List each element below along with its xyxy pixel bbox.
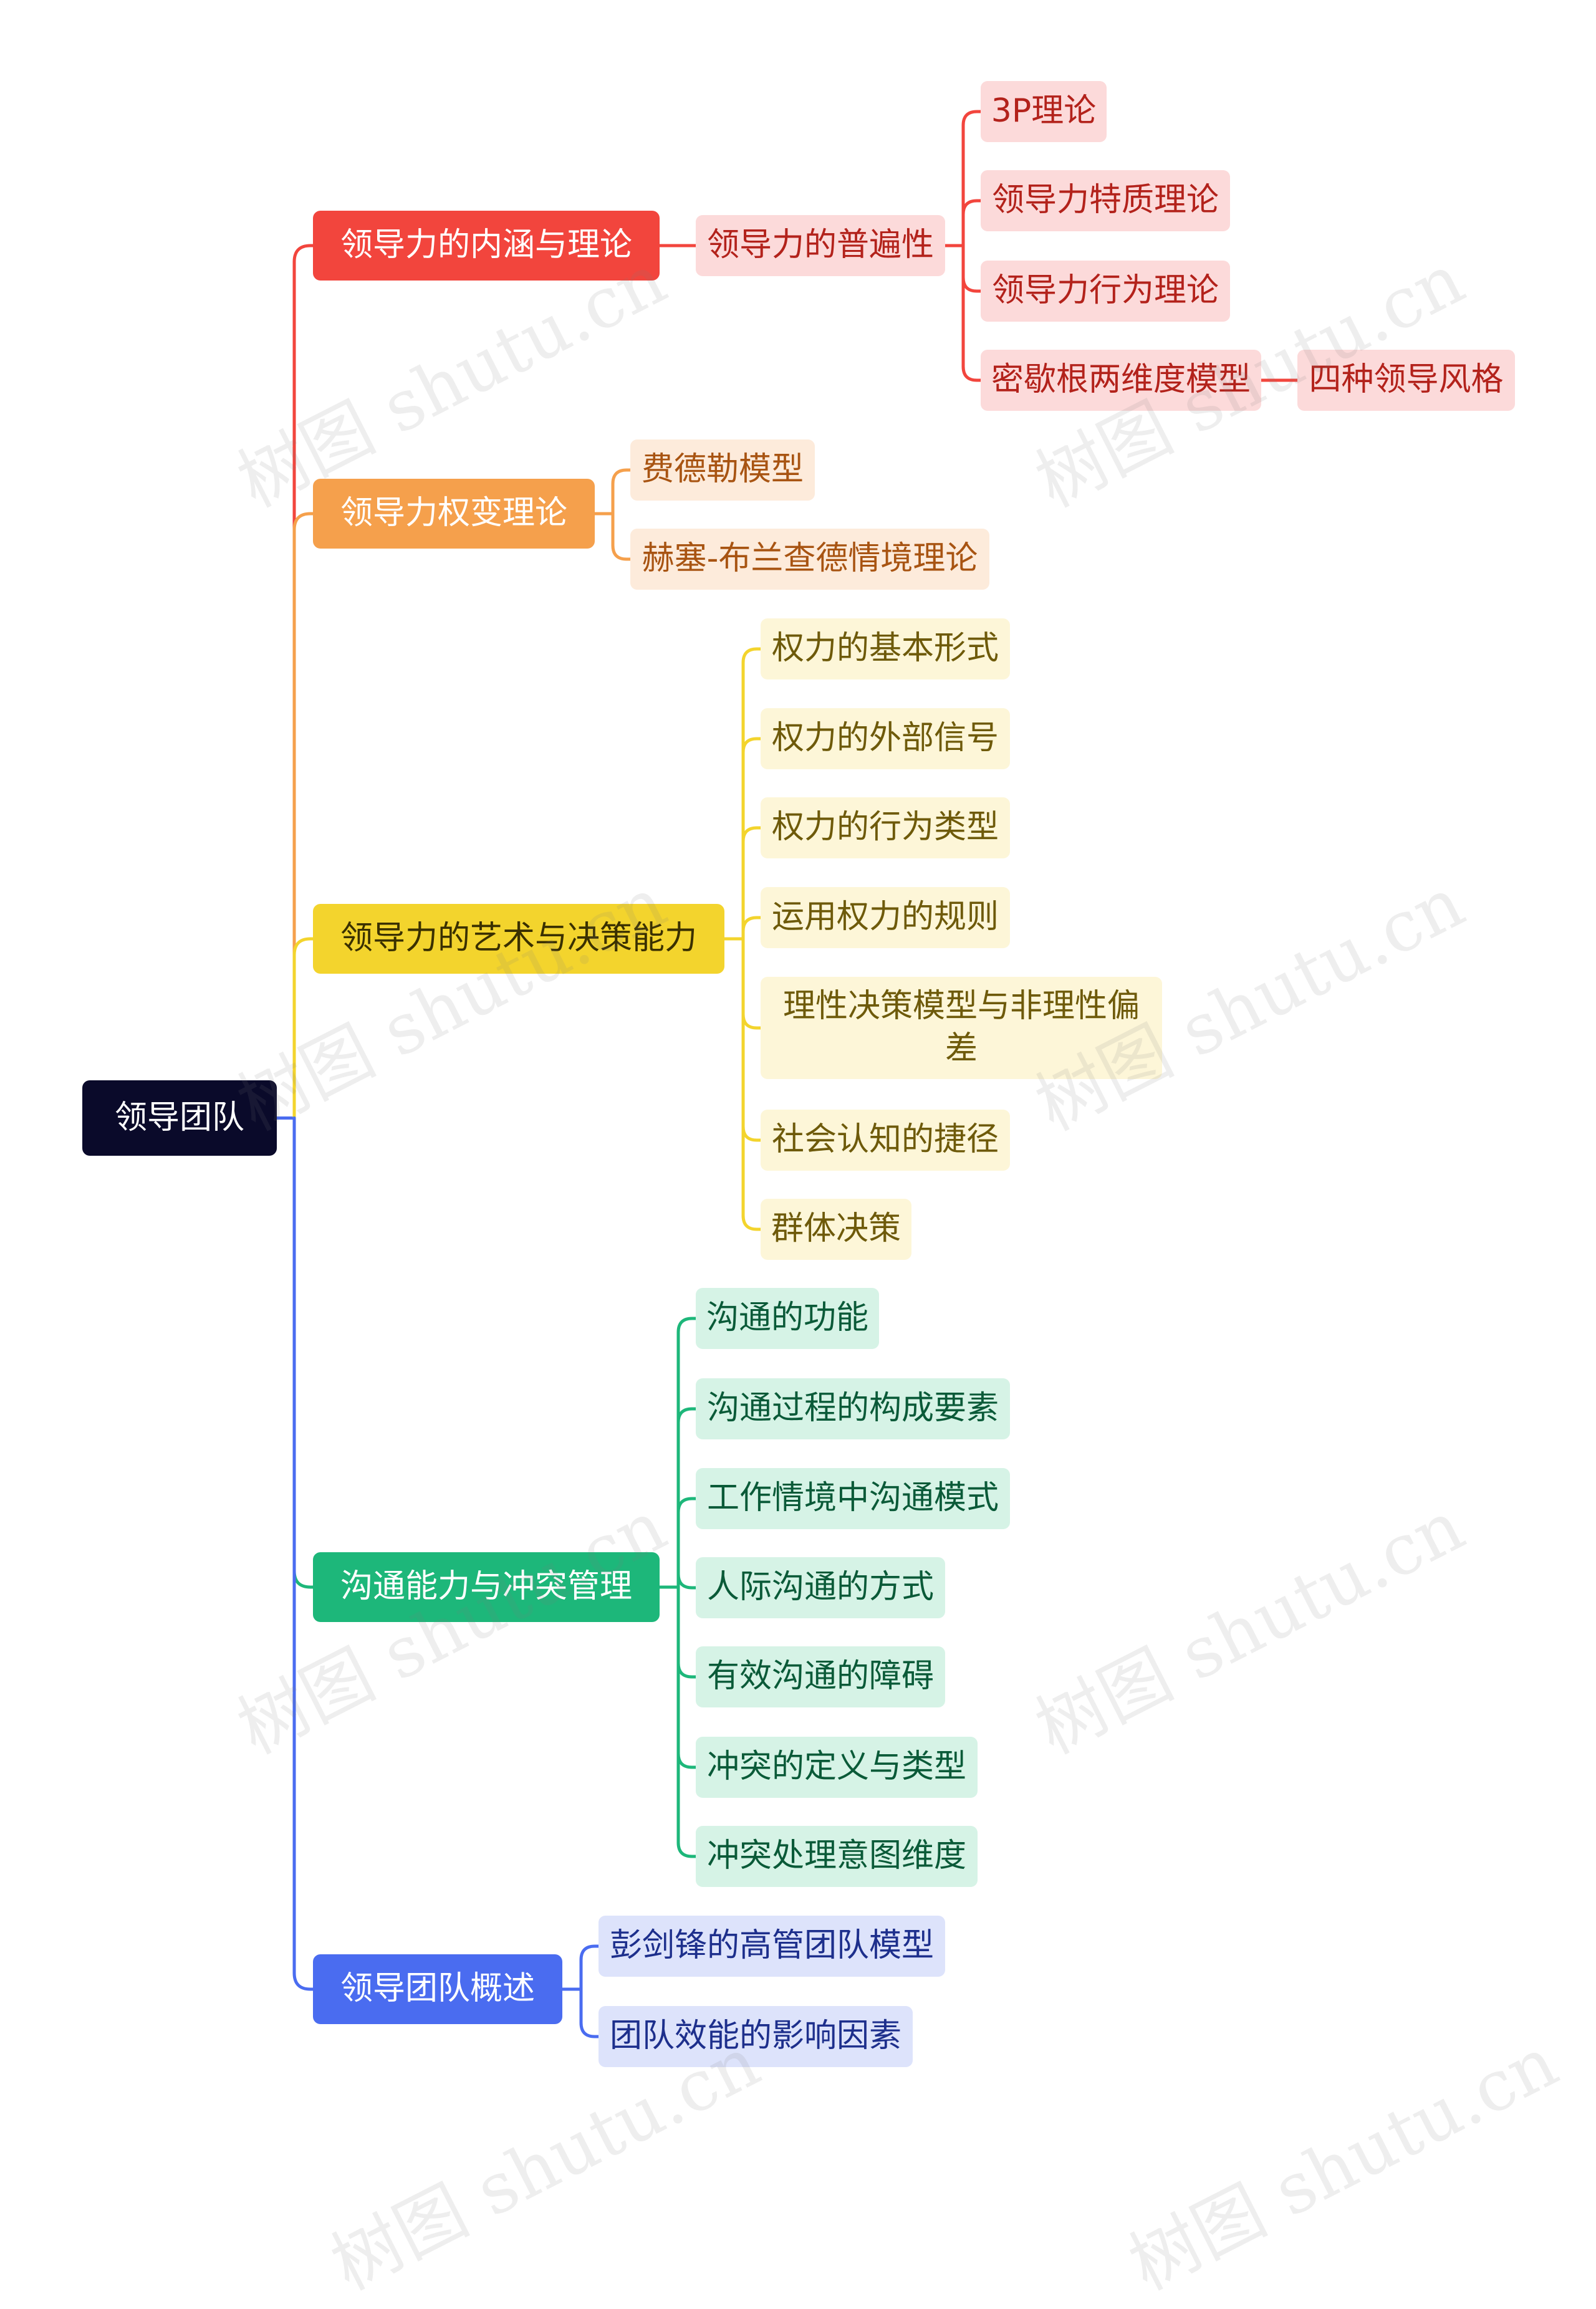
branch-label: 领导团队概述: [340, 1970, 535, 2008]
node-label: 权力的外部信号: [771, 719, 999, 757]
connector-line: [611, 512, 632, 561]
node-behavior-theory[interactable]: 领导力行为理论: [981, 261, 1230, 322]
connector-line: [676, 1585, 698, 1858]
node-interpersonal-methods[interactable]: 人际沟通的方式: [696, 1557, 945, 1618]
root-connector: [292, 937, 315, 1120]
node-label: 群体决策: [771, 1210, 901, 1248]
node-label: 运用权力的规则: [771, 898, 999, 936]
connector-line: [961, 244, 983, 293]
connector-line: [741, 937, 762, 1030]
node-label: 领导力特质理论: [991, 181, 1219, 219]
node-conflict-definition[interactable]: 冲突的定义与类型: [696, 1737, 978, 1798]
connector-line: [741, 916, 762, 941]
node-label: 沟通的功能: [706, 1299, 868, 1337]
connector-line: [676, 1317, 698, 1589]
connector-line: [579, 1944, 600, 1991]
node-label: 费德勒模型: [641, 451, 804, 489]
node-team-effectiveness[interactable]: 团队效能的影响因素: [598, 2006, 913, 2067]
connector-line: [741, 937, 762, 1231]
node-conflict-intent[interactable]: 冲突处理意图维度: [696, 1826, 978, 1887]
root-connector: [292, 512, 315, 1120]
connector-line: [676, 1497, 698, 1589]
branch-label: 领导力的艺术与决策能力: [340, 919, 697, 958]
root-connector: [292, 1116, 315, 1991]
root-node[interactable]: 领导团队: [82, 1080, 277, 1156]
node-communication-function[interactable]: 沟通的功能: [696, 1288, 879, 1349]
root-connector: [292, 1116, 315, 1589]
branch-label: 沟通能力与冲突管理: [340, 1568, 632, 1606]
node-label: 赫塞-布兰查德情境理论: [642, 540, 978, 578]
node-label: 团队效能的影响因素: [609, 2017, 901, 2055]
node-label: 有效沟通的障碍: [706, 1658, 934, 1696]
connector-line: [741, 737, 762, 941]
node-label: 社会认知的捷径: [771, 1121, 999, 1159]
node-leadership-universality[interactable]: 领导力的普遍性: [696, 215, 945, 276]
root-connector: [292, 244, 315, 1120]
connector-line: [741, 937, 762, 1142]
node-label: 密歇根两维度模型: [991, 361, 1251, 399]
node-four-styles[interactable]: 四种领导风格: [1297, 350, 1515, 411]
node-group-decision[interactable]: 群体决策: [761, 1199, 911, 1260]
branch-contingency-theory[interactable]: 领导力权变理论: [313, 479, 595, 549]
node-label: 3P理论: [991, 92, 1097, 130]
connector-line: [676, 1585, 698, 1679]
branch-label: 领导力权变理论: [340, 494, 567, 532]
connector-line: [676, 1573, 698, 1590]
branch-communication-conflict[interactable]: 沟通能力与冲突管理: [313, 1552, 660, 1622]
node-exec-team-model[interactable]: 彭剑锋的高管团队模型: [598, 1916, 945, 1977]
node-hersey-blanchard[interactable]: 赫塞-布兰查德情境理论: [630, 529, 989, 590]
connector-line: [741, 647, 762, 941]
node-communication-elements[interactable]: 沟通过程的构成要素: [696, 1378, 1010, 1439]
node-label: 权力的基本形式: [771, 630, 999, 668]
node-power-behavior[interactable]: 权力的行为类型: [761, 797, 1010, 858]
node-label: 四种领导风格: [1309, 361, 1504, 399]
node-trait-theory[interactable]: 领导力特质理论: [981, 170, 1230, 231]
node-michigan-model[interactable]: 密歇根两维度模型: [981, 350, 1261, 411]
node-power-forms[interactable]: 权力的基本形式: [761, 618, 1010, 679]
connector-line: [579, 1987, 600, 2038]
node-label: 权力的行为类型: [771, 809, 999, 847]
node-label: 沟通过程的构成要素: [706, 1390, 999, 1428]
connector-line: [961, 244, 983, 382]
node-social-cognition[interactable]: 社会认知的捷径: [761, 1110, 1010, 1171]
connector-line: [611, 468, 632, 516]
node-3p-theory[interactable]: 3P理论: [981, 81, 1107, 142]
branch-team-overview[interactable]: 领导团队概述: [313, 1954, 562, 2024]
connector-line: [741, 826, 762, 941]
node-label: 领导力行为理论: [991, 272, 1219, 310]
branch-leadership-connotation[interactable]: 领导力的内涵与理论: [313, 211, 660, 281]
connector-lines: [275, 110, 1299, 2038]
node-label: 彭剑锋的高管团队模型: [609, 1927, 934, 1965]
node-label: 人际沟通的方式: [706, 1568, 934, 1606]
node-fiedler-model[interactable]: 费德勒模型: [630, 439, 815, 501]
node-label: 领导力的普遍性: [706, 226, 934, 264]
node-label: 冲突处理意图维度: [706, 1837, 966, 1875]
node-label: 工作情境中沟通模式: [706, 1479, 999, 1517]
node-power-signals[interactable]: 权力的外部信号: [761, 708, 1010, 769]
mindmap-canvas: 领导团队 领导力的内涵与理论 领导力的普遍性 3P理论 领导力特质理论 领导力行…: [82, 81, 1570, 2306]
node-label: 冲突的定义与类型: [706, 1748, 966, 1786]
node-workplace-patterns[interactable]: 工作情境中沟通模式: [696, 1468, 1010, 1529]
branch-art-and-decision[interactable]: 领导力的艺术与决策能力: [313, 904, 724, 974]
node-label: 理性决策模型与非理性偏差: [782, 987, 1140, 1067]
node-communication-barriers[interactable]: 有效沟通的障碍: [696, 1646, 945, 1707]
root-label: 领导团队: [114, 1098, 244, 1136]
node-rational-decision[interactable]: 理性决策模型与非理性偏差: [761, 977, 1162, 1079]
connector-line: [676, 1407, 698, 1589]
branch-label: 领导力的内涵与理论: [340, 226, 632, 264]
node-power-rules[interactable]: 运用权力的规则: [761, 887, 1010, 948]
connector-line: [961, 199, 983, 247]
connector-line: [961, 110, 983, 247]
